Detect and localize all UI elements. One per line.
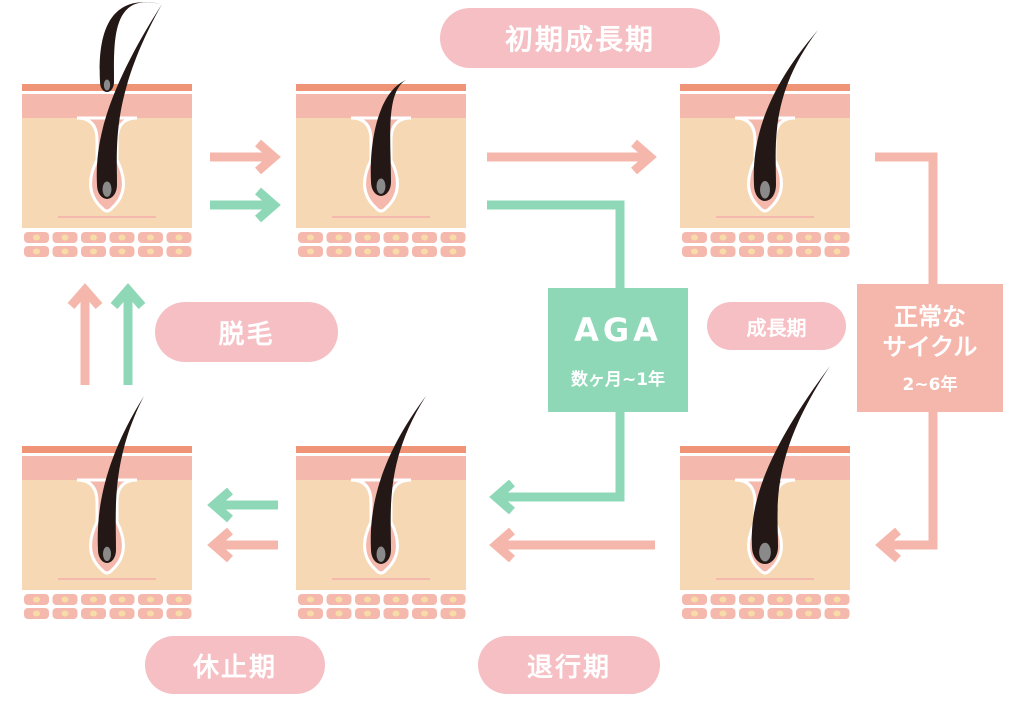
green-arrow-1-to-2 — [210, 187, 281, 223]
aga-duration: 数ヶ月~1年 — [570, 369, 666, 390]
aga-box: AGA 数ヶ月~1年 — [548, 288, 688, 412]
green-aga-path-bottom — [489, 410, 625, 515]
pink-arrow-5-to-4 — [489, 527, 655, 563]
pink-arrow-2-to-3 — [487, 139, 657, 175]
normal-cycle-box: 正常な サイクル 2~6年 — [857, 284, 1003, 412]
label-catagen: 退行期 — [478, 636, 660, 694]
follicle-panel-anagen — [680, 0, 850, 260]
green-aga-path-top — [487, 200, 625, 290]
label-telogen: 休止期 — [145, 636, 325, 694]
aga-title: AGA — [574, 310, 662, 349]
label-shedding: 脱毛 — [155, 302, 338, 362]
label-early-anagen: 初期成長期 — [440, 8, 720, 68]
pink-normal-path-top — [875, 152, 938, 286]
pink-arrow-1-to-2 — [210, 139, 281, 175]
follicle-panel-early-anagen — [296, 0, 466, 260]
pink-arrow-4-to-6 — [207, 527, 278, 563]
follicle-panel-late-anagen — [680, 362, 850, 622]
pink-arrow-up — [67, 283, 103, 385]
follicle-panel-catagen — [296, 362, 466, 622]
normal-duration: 2~6年 — [902, 374, 958, 395]
pink-normal-path-bottom — [875, 410, 938, 563]
green-arrow-up — [110, 283, 146, 385]
normal-title-line1: 正常な — [894, 302, 966, 331]
label-anagen: 成長期 — [707, 302, 846, 350]
follicle-panel-telogen — [22, 362, 192, 622]
normal-title-line2: サイクル — [882, 332, 978, 361]
follicle-panel-new-hair-growth — [22, 0, 192, 260]
green-arrow-4-to-6 — [207, 487, 278, 523]
